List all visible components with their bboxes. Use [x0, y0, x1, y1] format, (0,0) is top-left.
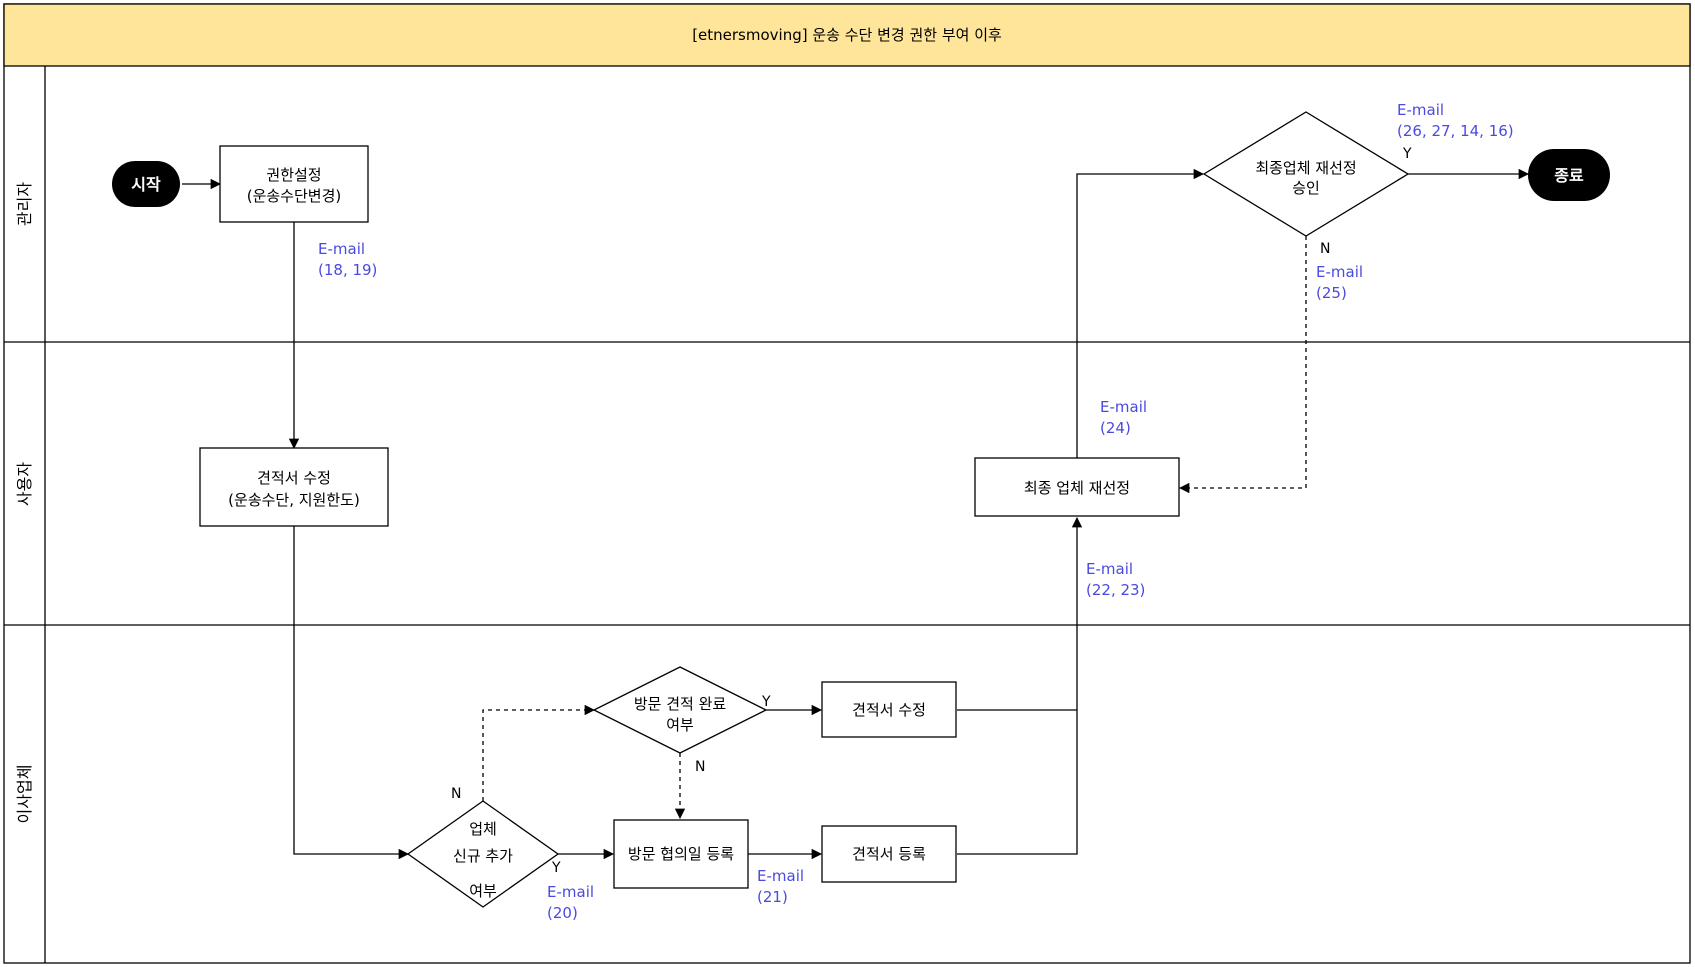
- visit-date-box: [613, 819, 749, 889]
- email-note-18-19-line2: (18, 19): [318, 261, 377, 279]
- permission-setting-label-2: (운송수단변경): [247, 187, 342, 205]
- edge-approval-no: [1178, 236, 1307, 494]
- edge-register-to-reselect: [957, 516, 1083, 855]
- user-quote-edit-label-2: (운송수단, 지원한도): [228, 491, 360, 509]
- email-note-20-line2: (20): [547, 904, 578, 922]
- email-note-18-19-line1: E-mail: [318, 240, 365, 258]
- start-terminal: [112, 161, 180, 207]
- user-quote-edit-box: [199, 447, 389, 527]
- header-band: [3, 3, 1691, 67]
- email-note-24-line2: (24): [1100, 419, 1131, 437]
- lane-label-admin: 관리자: [15, 182, 34, 226]
- approval-label-1: 최종업체 재선정: [1255, 159, 1356, 177]
- visit-done-label-1: 방문 견적 완료: [634, 695, 727, 713]
- email-note-22-23-line2: (22, 23): [1086, 581, 1145, 599]
- quote-register-box: [821, 825, 957, 883]
- approval-yes-label: Y: [1402, 146, 1412, 162]
- permission-setting-box: [219, 145, 369, 223]
- start-label: 시작: [131, 175, 161, 194]
- new-vendor-yes-label: Y: [551, 860, 561, 876]
- lane-label-mover: 이사업체: [15, 765, 34, 824]
- end-terminal: [1528, 149, 1610, 201]
- edge-new-vendor-no: [482, 704, 596, 801]
- email-note-21-line2: (21): [757, 888, 788, 906]
- email-note-21-line1: E-mail: [757, 867, 804, 885]
- diagram-title: [etnersmoving] 운송 수단 변경 권한 부여 이후: [692, 26, 1002, 44]
- email-note-24-line1: E-mail: [1100, 398, 1147, 416]
- email-note-20-line1: E-mail: [547, 883, 594, 901]
- email-note-26-27-14-16-line2: (26, 27, 14, 16): [1397, 122, 1514, 140]
- new-vendor-label-1: 업체: [469, 820, 497, 838]
- approval-decision: [1202, 111, 1410, 237]
- new-vendor-no-label: N: [451, 786, 461, 802]
- edge-user-quote-to-new-vendor: [293, 526, 410, 860]
- visit-done-yes-label: Y: [761, 694, 771, 710]
- visit-done-label-2: 여부: [666, 716, 694, 734]
- lane-label-user: 사용자: [15, 462, 34, 506]
- visit-date-label: 방문 협의일 등록: [628, 845, 734, 863]
- new-vendor-label-2: 신규 추가: [453, 847, 513, 865]
- final-reselect-label: 최종 업체 재선정: [1024, 479, 1130, 497]
- approval-no-label: N: [1320, 241, 1330, 257]
- approval-label-2: 승인: [1292, 179, 1320, 197]
- vendor-quote-edit-box: [821, 681, 957, 738]
- email-note-26-27-14-16-line1: E-mail: [1397, 101, 1444, 119]
- edge-reselect-to-approval: [1076, 168, 1205, 458]
- new-vendor-decision: [406, 800, 560, 908]
- new-vendor-label-3: 여부: [469, 882, 497, 900]
- end-label: 종료: [1554, 166, 1584, 185]
- final-reselect-box: [974, 457, 1180, 517]
- quote-register-label: 견적서 등록: [852, 845, 926, 863]
- visit-done-no-label: N: [695, 759, 705, 775]
- permission-setting-label-1: 권한설정: [266, 166, 321, 184]
- email-note-25-line2: (25): [1316, 284, 1347, 302]
- visit-done-decision: [592, 666, 768, 754]
- email-note-22-23-line1: E-mail: [1086, 560, 1133, 578]
- user-quote-edit-label-1: 견적서 수정: [257, 469, 331, 487]
- vendor-quote-edit-label: 견적서 수정: [852, 701, 926, 719]
- email-note-25-line1: E-mail: [1316, 263, 1363, 281]
